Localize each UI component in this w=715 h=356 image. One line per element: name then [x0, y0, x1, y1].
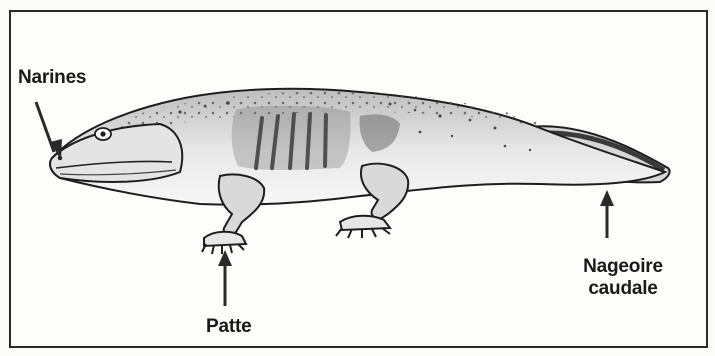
- arrow-nageoire: [600, 190, 614, 238]
- label-nageoire-line1: Nageoire: [583, 256, 663, 278]
- arrow-patte: [218, 250, 232, 306]
- label-nageoire-caudale: Nageoire caudale: [583, 256, 663, 300]
- hind-leg: [361, 164, 408, 219]
- head: [50, 124, 182, 182]
- front-foot: [202, 232, 246, 254]
- label-nageoire-line2: caudale: [583, 278, 663, 300]
- arrow-narines: [36, 102, 62, 160]
- label-patte: Patte: [206, 316, 251, 338]
- front-leg: [219, 175, 264, 235]
- label-narines: Narines: [18, 67, 86, 89]
- hind-foot: [336, 216, 390, 238]
